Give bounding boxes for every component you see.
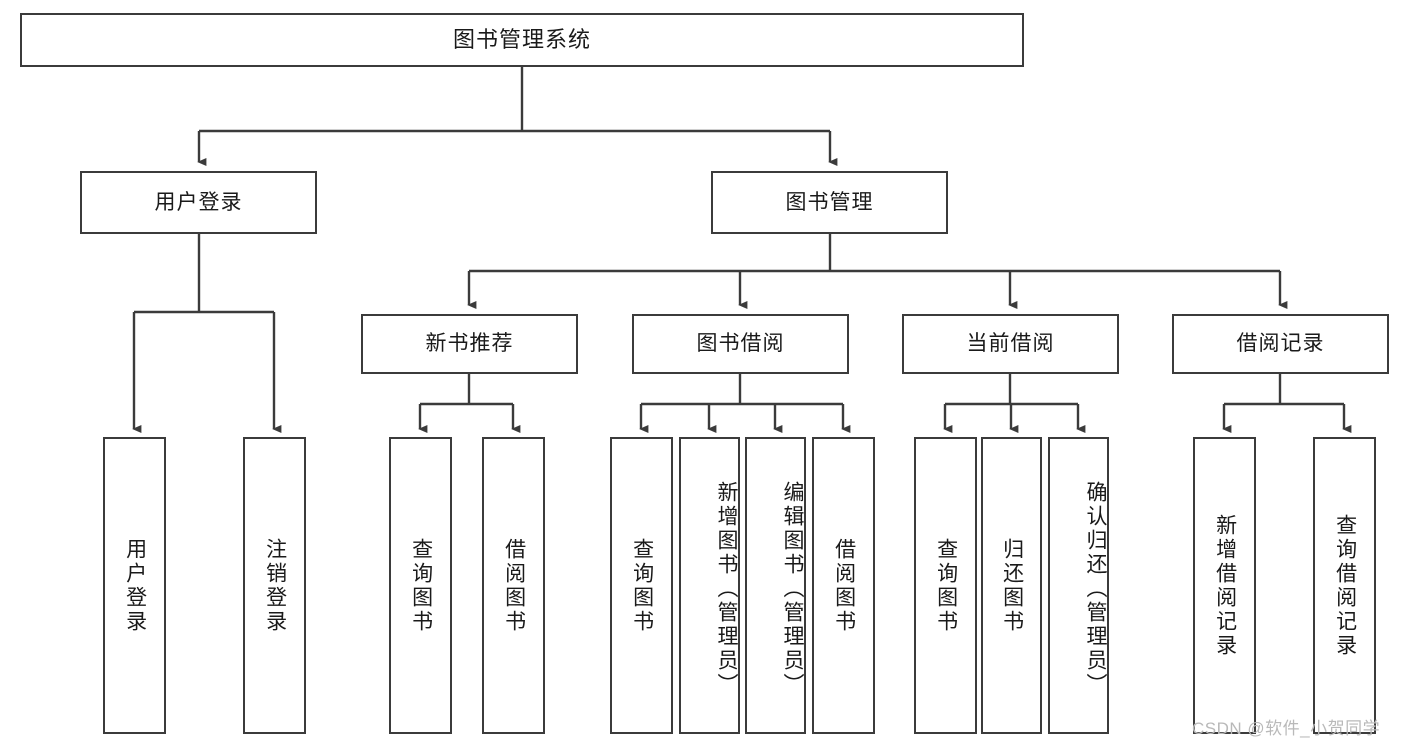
- leaf-borrow-record-query-record[interactable]: 查询借阅记录: [1313, 437, 1376, 734]
- leaf-book-borrow-add-book-admin[interactable]: 新增图书（管理员）: [679, 437, 740, 734]
- node-label: 借阅图书: [502, 537, 526, 634]
- node-label: 借阅记录: [1236, 332, 1325, 356]
- node-label: 图书管理系统: [452, 26, 591, 52]
- node-book-management[interactable]: 图书管理: [711, 171, 948, 234]
- node-label: 确认归还（管理员）: [1084, 480, 1107, 697]
- csdn-watermark: CSDN @软件_小贺同学: [1192, 719, 1381, 738]
- node-label: 编辑图书（管理员）: [781, 480, 804, 697]
- node-label: 新增借阅记录: [1213, 513, 1237, 658]
- node-label: 用户登录: [123, 537, 147, 634]
- node-label: 查询借阅记录: [1333, 513, 1357, 658]
- leaf-new-book-borrow-book[interactable]: 借阅图书: [482, 437, 545, 734]
- leaf-book-borrow-query-book[interactable]: 查询图书: [610, 437, 673, 734]
- node-label: 图书管理: [785, 190, 874, 214]
- node-borrow-record[interactable]: 借阅记录: [1172, 314, 1389, 374]
- node-user-login[interactable]: 用户登录: [80, 171, 317, 234]
- leaf-book-borrow-borrow-book[interactable]: 借阅图书: [812, 437, 875, 734]
- node-label: 当前借阅: [966, 332, 1055, 356]
- node-label: 查询图书: [934, 537, 958, 634]
- node-new-book-recommend[interactable]: 新书推荐: [361, 314, 578, 374]
- leaf-user-login-login[interactable]: 用户登录: [103, 437, 166, 734]
- node-label: 借阅图书: [832, 537, 856, 634]
- node-label: 用户登录: [154, 190, 243, 214]
- node-current-borrow[interactable]: 当前借阅: [902, 314, 1119, 374]
- node-book-borrow[interactable]: 图书借阅: [632, 314, 849, 374]
- node-label: 查询图书: [630, 537, 654, 634]
- leaf-user-login-logout[interactable]: 注销登录: [243, 437, 306, 734]
- leaf-book-borrow-edit-book-admin[interactable]: 编辑图书（管理员）: [745, 437, 806, 734]
- leaf-current-borrow-return-book[interactable]: 归还图书: [981, 437, 1042, 734]
- node-root-book-management-system[interactable]: 图书管理系统: [20, 13, 1024, 67]
- node-label: 查询图书: [409, 537, 433, 634]
- node-label: 归还图书: [1000, 537, 1024, 634]
- leaf-borrow-record-add-record[interactable]: 新增借阅记录: [1193, 437, 1256, 734]
- leaf-current-borrow-query-book[interactable]: 查询图书: [914, 437, 977, 734]
- node-label: 新增图书（管理员）: [715, 480, 738, 697]
- leaf-current-borrow-confirm-return-admin[interactable]: 确认归还（管理员）: [1048, 437, 1109, 734]
- node-label: 新书推荐: [425, 332, 514, 356]
- node-label: 图书借阅: [696, 332, 785, 356]
- leaf-new-book-query-book[interactable]: 查询图书: [389, 437, 452, 734]
- node-label: 注销登录: [263, 537, 287, 634]
